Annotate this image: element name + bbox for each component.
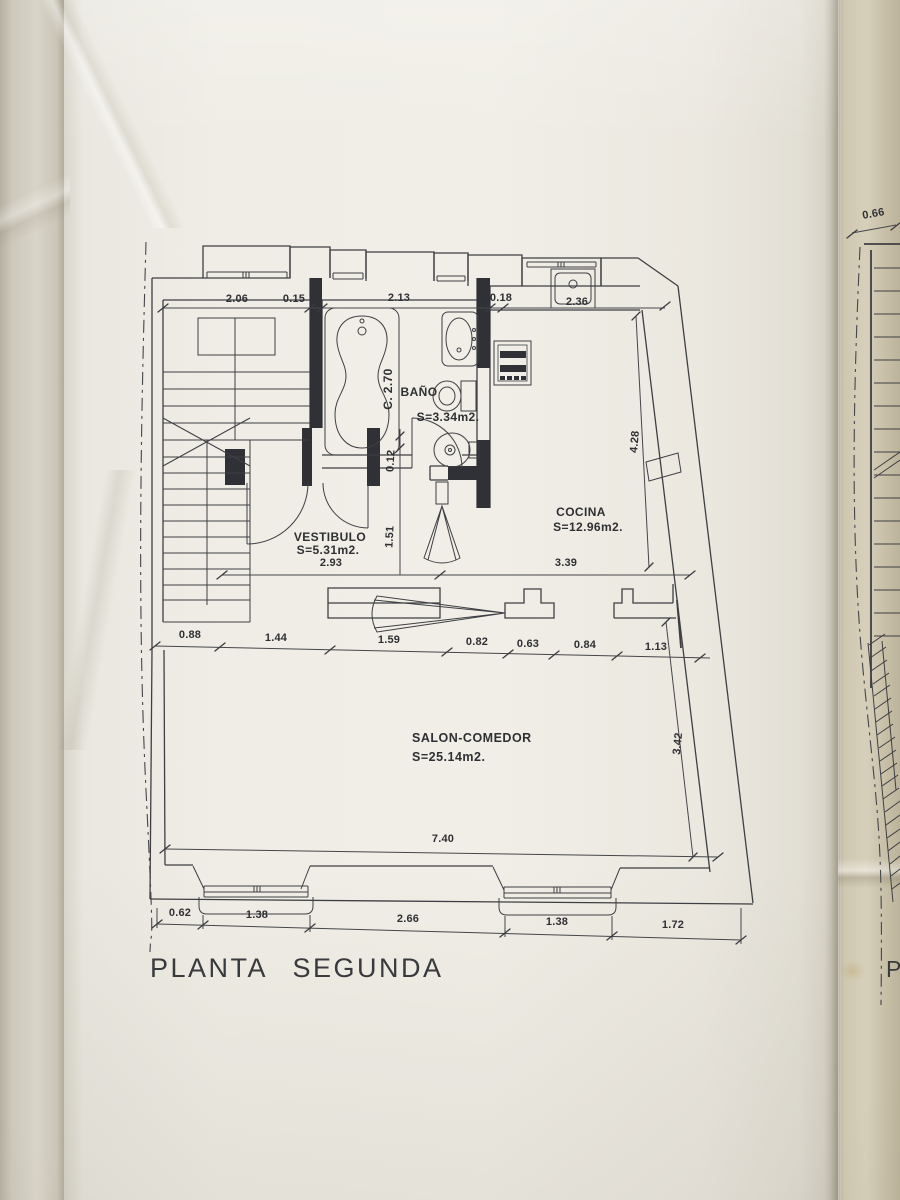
bottom-window-symbols — [192, 865, 621, 916]
dim-label: 2.66 — [397, 913, 419, 925]
dim-label: 0.82 — [466, 636, 488, 648]
paper-crease — [0, 120, 70, 290]
dim-label: 7.40 — [432, 833, 454, 845]
stove-symbol — [493, 340, 532, 386]
room-name: BAÑO — [401, 384, 438, 399]
dim-label: 1.38 — [246, 909, 268, 921]
dimension-labels: 2.06 0.15 2.13 0.18 2.36 2.93 3.39 0.12 … — [169, 292, 685, 931]
room-label-bano: C. 2.70 BAÑO S=3.34m2. — [381, 368, 479, 424]
room-name: VESTIBULO — [294, 530, 366, 544]
adjacent-plan-partial: 0.66 P — [846, 206, 900, 1006]
room-area: S=25.14m2. — [412, 750, 485, 764]
dim-label: 0.66 — [861, 206, 885, 222]
room-area: S=12.96m2. — [553, 520, 623, 534]
paper-fold-left — [0, 0, 66, 1200]
dim-label: 1.44 — [265, 632, 288, 644]
paper-crease — [14, 0, 194, 228]
dim-label: 1.72 — [662, 919, 684, 931]
paper-fold-right — [838, 0, 900, 1200]
dim-label: 2.36 — [566, 296, 588, 308]
dim-label: 0.88 — [179, 629, 201, 641]
dim-label: 3.39 — [555, 557, 577, 569]
plan-title: PLANTA SEGUNDA — [150, 953, 444, 983]
stairs-symbol — [162, 317, 310, 623]
dim-label: 2.93 — [320, 557, 342, 569]
dim-label: 4.28 — [628, 430, 642, 453]
room-name: COCINA — [556, 505, 606, 519]
dim-label: 0.12 — [384, 449, 397, 472]
room-labels: VESTIBULO S=5.31m2. C. 2.70 BAÑO S=3.34m… — [294, 368, 623, 764]
fold-highlight — [838, 0, 842, 1200]
dim-label: 1.51 — [383, 525, 396, 548]
washbasin-symbol — [441, 311, 479, 367]
dim-label: 2.06 — [226, 293, 248, 305]
room-label-cocina: COCINA S=12.96m2. — [553, 505, 623, 534]
dim-label: 1.59 — [378, 634, 400, 646]
adjacent-plan-walls — [864, 243, 900, 903]
room-name: SALON-COMEDOR — [412, 731, 532, 745]
plan-walls — [149, 245, 754, 905]
dimension-lines — [149, 301, 747, 945]
dim-label: 0.18 — [490, 292, 512, 304]
dim-label: 1.38 — [546, 916, 568, 928]
dim-label: 3.42 — [671, 732, 685, 755]
dim-label: 0.84 — [574, 639, 597, 651]
room-area: S=5.31m2. — [297, 543, 360, 557]
room-label-vestibulo: VESTIBULO S=5.31m2. — [294, 530, 366, 557]
room-ceiling-height: C. 2.70 — [381, 368, 395, 410]
dim-label: 0.62 — [169, 907, 191, 919]
dim-label: 2.13 — [388, 292, 410, 304]
wall-posts — [225, 278, 490, 508]
bidet-symbol — [433, 432, 480, 468]
dim-label: 1.13 — [645, 641, 667, 653]
fold-shadow — [824, 0, 840, 1200]
folding-door-symbols — [371, 481, 506, 633]
dim-label: 0.63 — [517, 638, 539, 650]
toilet-symbol — [432, 380, 477, 412]
paper-stain — [838, 960, 866, 982]
dim-label: 0.15 — [283, 293, 305, 305]
adjacent-plan-title-partial: P — [886, 956, 900, 982]
room-label-salon: SALON-COMEDOR S=25.14m2. — [412, 731, 532, 764]
paper-crease — [50, 470, 140, 750]
door-arc-symbols — [246, 417, 463, 545]
top-window-symbols — [206, 261, 597, 282]
adjacent-plan-wall-hatch — [868, 633, 900, 890]
room-area: S=3.34m2. — [417, 410, 480, 424]
